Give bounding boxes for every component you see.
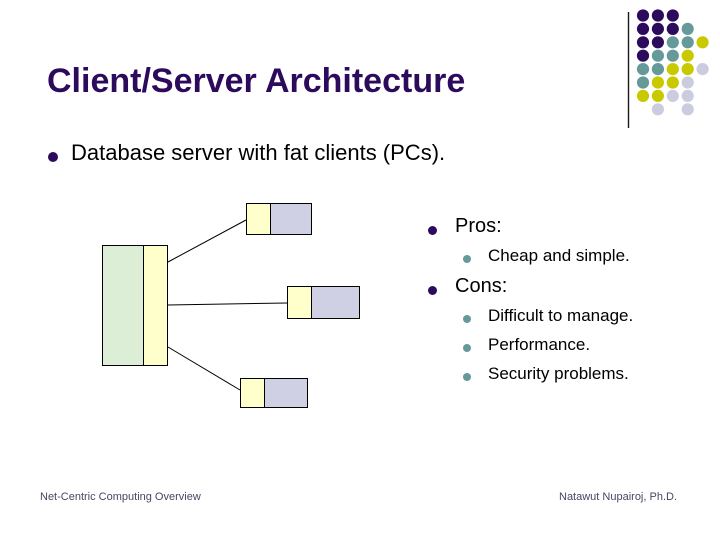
corner-dot-pattern (636, 9, 709, 116)
purple-dot (651, 22, 665, 35)
cons-item-text: Performance. (488, 335, 591, 354)
teal-dot (666, 49, 679, 62)
teal-dot (666, 36, 679, 49)
bullet-icon (463, 255, 471, 263)
cons-item-row: Performance. (463, 335, 590, 355)
pros-label: Pros: (455, 215, 502, 237)
cons-row: Cons: (428, 275, 507, 298)
bullet-icon (48, 152, 58, 162)
client-cpu (241, 379, 264, 407)
gray-dot (666, 89, 679, 102)
client-box-middle (287, 286, 360, 319)
purple-dot (651, 9, 665, 22)
gray-dot (681, 89, 694, 102)
purple-dot (636, 36, 650, 49)
gray-dot (681, 103, 694, 116)
server-panel (143, 246, 167, 365)
gray-dot (651, 103, 665, 116)
olive-dot (666, 63, 679, 76)
slide-title: Client/Server Architecture (47, 62, 466, 100)
olive-dot (651, 89, 665, 102)
gray-dot (681, 76, 694, 89)
client-cpu (288, 287, 311, 318)
footer-course-title: Net-Centric Computing Overview (40, 491, 201, 503)
server-box (102, 245, 168, 366)
pros-item-row: Cheap and simple. (463, 246, 630, 266)
teal-dot (681, 22, 694, 35)
client-box-top (246, 203, 312, 235)
teal-dot (681, 36, 694, 49)
purple-dot (636, 9, 650, 22)
bullet-icon (428, 226, 437, 235)
olive-dot (666, 76, 679, 89)
bullet-icon (463, 373, 471, 381)
teal-dot (651, 63, 665, 76)
pros-row: Pros: (428, 215, 502, 238)
connection-line-bottom (167, 346, 241, 391)
cons-item-row: Difficult to manage. (463, 306, 633, 326)
cons-item-text: Security problems. (488, 364, 629, 383)
connection-line-middle (167, 302, 288, 306)
olive-dot (681, 49, 694, 62)
server-body (103, 246, 143, 365)
purple-dot (666, 9, 679, 22)
purple-dot (651, 36, 665, 49)
purple-dot (636, 22, 650, 35)
olive-dot (681, 63, 694, 76)
teal-dot (636, 76, 650, 89)
bullet-icon (463, 315, 471, 323)
bullet-icon (428, 286, 437, 295)
cons-item-row: Security problems. (463, 364, 629, 384)
client-box-bottom (240, 378, 308, 408)
connection-line-top (167, 219, 247, 263)
client-cpu (247, 204, 270, 234)
gray-dot (696, 63, 709, 76)
cons-label: Cons: (455, 275, 508, 297)
olive-dot (696, 36, 709, 49)
olive-dot (636, 89, 650, 102)
cons-item-text: Difficult to manage. (488, 306, 634, 325)
olive-dot (651, 76, 665, 89)
diagram-connection-lines (167, 219, 288, 391)
footer-author: Natawut Nupairoj, Ph.D. (559, 491, 677, 503)
client-screen (311, 287, 359, 318)
teal-dot (636, 63, 650, 76)
purple-dot (666, 22, 679, 35)
main-bullet-text: Database server with fat clients (PCs). (71, 140, 446, 165)
bullet-icon (463, 344, 471, 352)
pros-item-text: Cheap and simple. (488, 246, 630, 265)
teal-dot (651, 49, 665, 62)
client-screen (270, 204, 311, 234)
purple-dot (636, 49, 650, 62)
client-screen (264, 379, 307, 407)
main-bullet-row: Database server with fat clients (PCs). (48, 140, 446, 165)
